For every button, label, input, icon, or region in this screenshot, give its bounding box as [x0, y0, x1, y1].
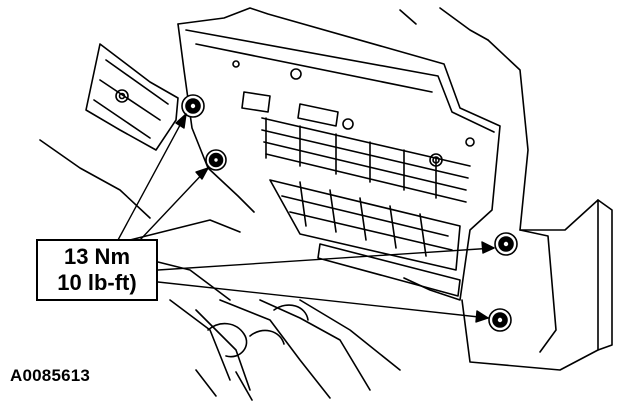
arrow-head-right-upper [481, 241, 495, 254]
torque-value-metric: 13 Nm [63, 244, 131, 269]
fastener-right-lower [488, 308, 512, 332]
torque-callout-box: 13 Nm 10 lb-ft) [36, 239, 158, 301]
leader-line-upper-left-2 [139, 167, 209, 241]
leader-line-right-upper [157, 247, 495, 271]
arrow-head-right-lower [475, 310, 489, 323]
module-housing [177, 7, 501, 301]
leader-arrows [117, 113, 495, 323]
fastener-upper-left-2 [205, 149, 227, 171]
mounting-bracket [399, 7, 613, 371]
leader-line-upper-left-1 [117, 113, 187, 241]
leader-line-right-lower [157, 281, 489, 319]
fastener-upper-left-1 [181, 94, 205, 118]
torque-value-imperial: 10 lb-ft) [57, 270, 137, 295]
arrow-head-upper-left-1 [175, 113, 187, 129]
wiring-harness [39, 43, 401, 401]
arrow-head-upper-left-2 [195, 167, 209, 180]
figure-reference-number: A0085613 [10, 366, 91, 385]
fastener-right-upper [494, 232, 518, 256]
